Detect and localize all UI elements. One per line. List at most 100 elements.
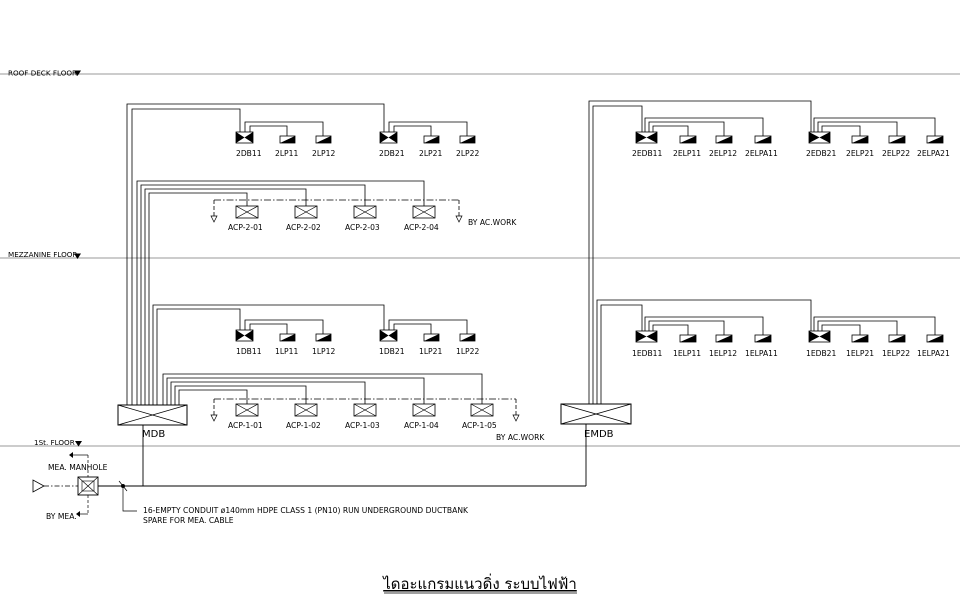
level-marker-icon: [75, 441, 82, 447]
ground-arrow-icon: [455, 215, 463, 223]
elpa-symbol: [754, 135, 772, 144]
elp-symbol: [851, 135, 869, 144]
elpa-label: 2ELPA11: [745, 149, 778, 158]
acp-label: ACP-1-05: [462, 421, 497, 430]
ground-arrow-icon: [210, 215, 218, 223]
floor-label: ROOF DECK FLOOR: [8, 69, 77, 78]
acp-group-lower: ACP-1-01 ACP-1-02 ACP-1-03 ACP-1-04 ACP-…: [210, 398, 545, 442]
emdb-feeders: [588, 100, 812, 404]
acp-label: ACP-1-02: [286, 421, 321, 430]
elp-label: 1ELP12: [709, 349, 737, 358]
by-mea-label: BY MEA.: [46, 512, 77, 521]
elp-symbol: [679, 334, 697, 343]
db-symbol: [379, 329, 398, 342]
by-ac-work-label: BY AC.WORK: [496, 433, 545, 442]
lp-symbol: [279, 333, 296, 342]
edb-label: 1EDB11: [632, 349, 663, 358]
edb-symbol: [635, 330, 658, 343]
elpa-label: 2ELPA21: [917, 149, 950, 158]
edb-label: 2EDB21: [806, 149, 837, 158]
edb-group-lower-right: 1EDB11 1ELP11 1ELP12 1ELPA11 1EDB21 1ELP…: [632, 316, 950, 358]
elpa-symbol: [926, 135, 944, 144]
mea-manhole-label: MEA. MANHOLE: [48, 463, 108, 472]
lp-label: 1LP22: [456, 347, 479, 356]
arrow-icon: [69, 452, 73, 458]
lp-symbol: [459, 333, 476, 342]
lp-symbol: [423, 333, 440, 342]
acp-label: ACP-2-03: [345, 223, 380, 232]
lp-label: 2LP22: [456, 149, 479, 158]
elp-symbol: [888, 135, 906, 144]
conduit-note-line1: 16-EMPTY CONDUIT ø140mm HDPE CLASS 1 (PN…: [143, 506, 469, 515]
acp-label: ACP-2-02: [286, 223, 321, 232]
elp-label: 2ELP11: [673, 149, 701, 158]
edb-symbol: [808, 330, 831, 343]
lp-symbol: [315, 135, 332, 144]
lp-symbol: [315, 333, 332, 342]
elp-symbol: [851, 334, 869, 343]
db-symbol: [379, 131, 398, 144]
edb-label: 2EDB11: [632, 149, 663, 158]
lp-label: 2LP12: [312, 149, 335, 158]
acp-group-upper: ACP-2-01 ACP-2-02 ACP-2-03 ACP-2-04 BY A…: [210, 199, 517, 232]
ground-arrow-icon: [512, 414, 520, 422]
ground-arrow-icon: [210, 414, 218, 422]
diagram-title: ไดอะแกรมแนวดิ่ง ระบบไฟฟ้า: [382, 573, 577, 593]
elpa-symbol: [754, 334, 772, 343]
lp-label: 1LP21: [419, 347, 442, 356]
arrow-icon: [76, 511, 80, 517]
mea-service-entry: MEA. MANHOLE BY MEA. 16-EMPTY CONDUIT ø1…: [32, 424, 587, 525]
acp-label: ACP-1-04: [404, 421, 439, 430]
mdb-feeders: [126, 103, 483, 405]
elp-label: 2ELP22: [882, 149, 910, 158]
conduit-marker: [118, 480, 137, 512]
acp-label: ACP-1-01: [228, 421, 263, 430]
db-label: 1DB11: [236, 347, 262, 356]
emdb-label: EMDB: [584, 429, 614, 440]
elp-symbol: [888, 334, 906, 343]
db-symbol: [235, 329, 254, 342]
floor-label: 1St. FLOOR: [34, 438, 75, 447]
elp-label: 1ELP11: [673, 349, 701, 358]
elp-label: 2ELP21: [846, 149, 874, 158]
edb-group-upper-right: 2EDB11 2ELP11 2ELP12 2ELPA11 2EDB21 2ELP…: [632, 117, 950, 158]
elpa-label: 1ELPA11: [745, 349, 778, 358]
floor-label: MEZZANINE FLOOR: [8, 250, 77, 259]
conduit-note-line2: SPARE FOR MEA. CABLE: [143, 516, 234, 525]
elpa-symbol: [926, 334, 944, 343]
edb-symbol: [635, 131, 658, 144]
lp-label: 1LP12: [312, 347, 335, 356]
elp-symbol: [715, 135, 733, 144]
db-symbol: [235, 131, 254, 144]
db-label: 2DB21: [379, 149, 405, 158]
edb-label: 1EDB21: [806, 349, 837, 358]
floor-roof-deck: ROOF DECK FLOOR: [0, 69, 960, 78]
level-marker-icon: [74, 70, 81, 76]
elp-label: 1ELP21: [846, 349, 874, 358]
edb-symbol: [808, 131, 831, 144]
db-group-upper-left: 2DB11 2LP11 2LP12 2DB21 2LP21 2LP22: [235, 121, 479, 158]
db-label: 1DB21: [379, 347, 405, 356]
lp-label: 1LP11: [275, 347, 298, 356]
acp-label: ACP-2-01: [228, 223, 263, 232]
floor-first: 1St. FLOOR: [0, 438, 960, 447]
by-ac-work-label: BY AC.WORK: [468, 218, 517, 227]
elp-label: 1ELP22: [882, 349, 910, 358]
elp-symbol: [715, 334, 733, 343]
elp-symbol: [679, 135, 697, 144]
floor-mezzanine: MEZZANINE FLOOR: [0, 250, 960, 259]
level-marker-icon: [74, 253, 81, 259]
lp-label: 2LP21: [419, 149, 442, 158]
lp-symbol: [423, 135, 440, 144]
elp-label: 2ELP12: [709, 149, 737, 158]
lp-symbol: [459, 135, 476, 144]
lp-symbol: [279, 135, 296, 144]
acp-label: ACP-2-04: [404, 223, 439, 232]
service-arrow-icon: [32, 479, 45, 493]
emdb-panel: EMDB: [560, 403, 632, 440]
acp-label: ACP-1-03: [345, 421, 380, 430]
elpa-label: 1ELPA21: [917, 349, 950, 358]
db-group-lower-left: 1DB11 1LP11 1LP12 1DB21 1LP21 1LP22: [235, 319, 479, 356]
mdb-panel: MDB: [117, 404, 188, 440]
